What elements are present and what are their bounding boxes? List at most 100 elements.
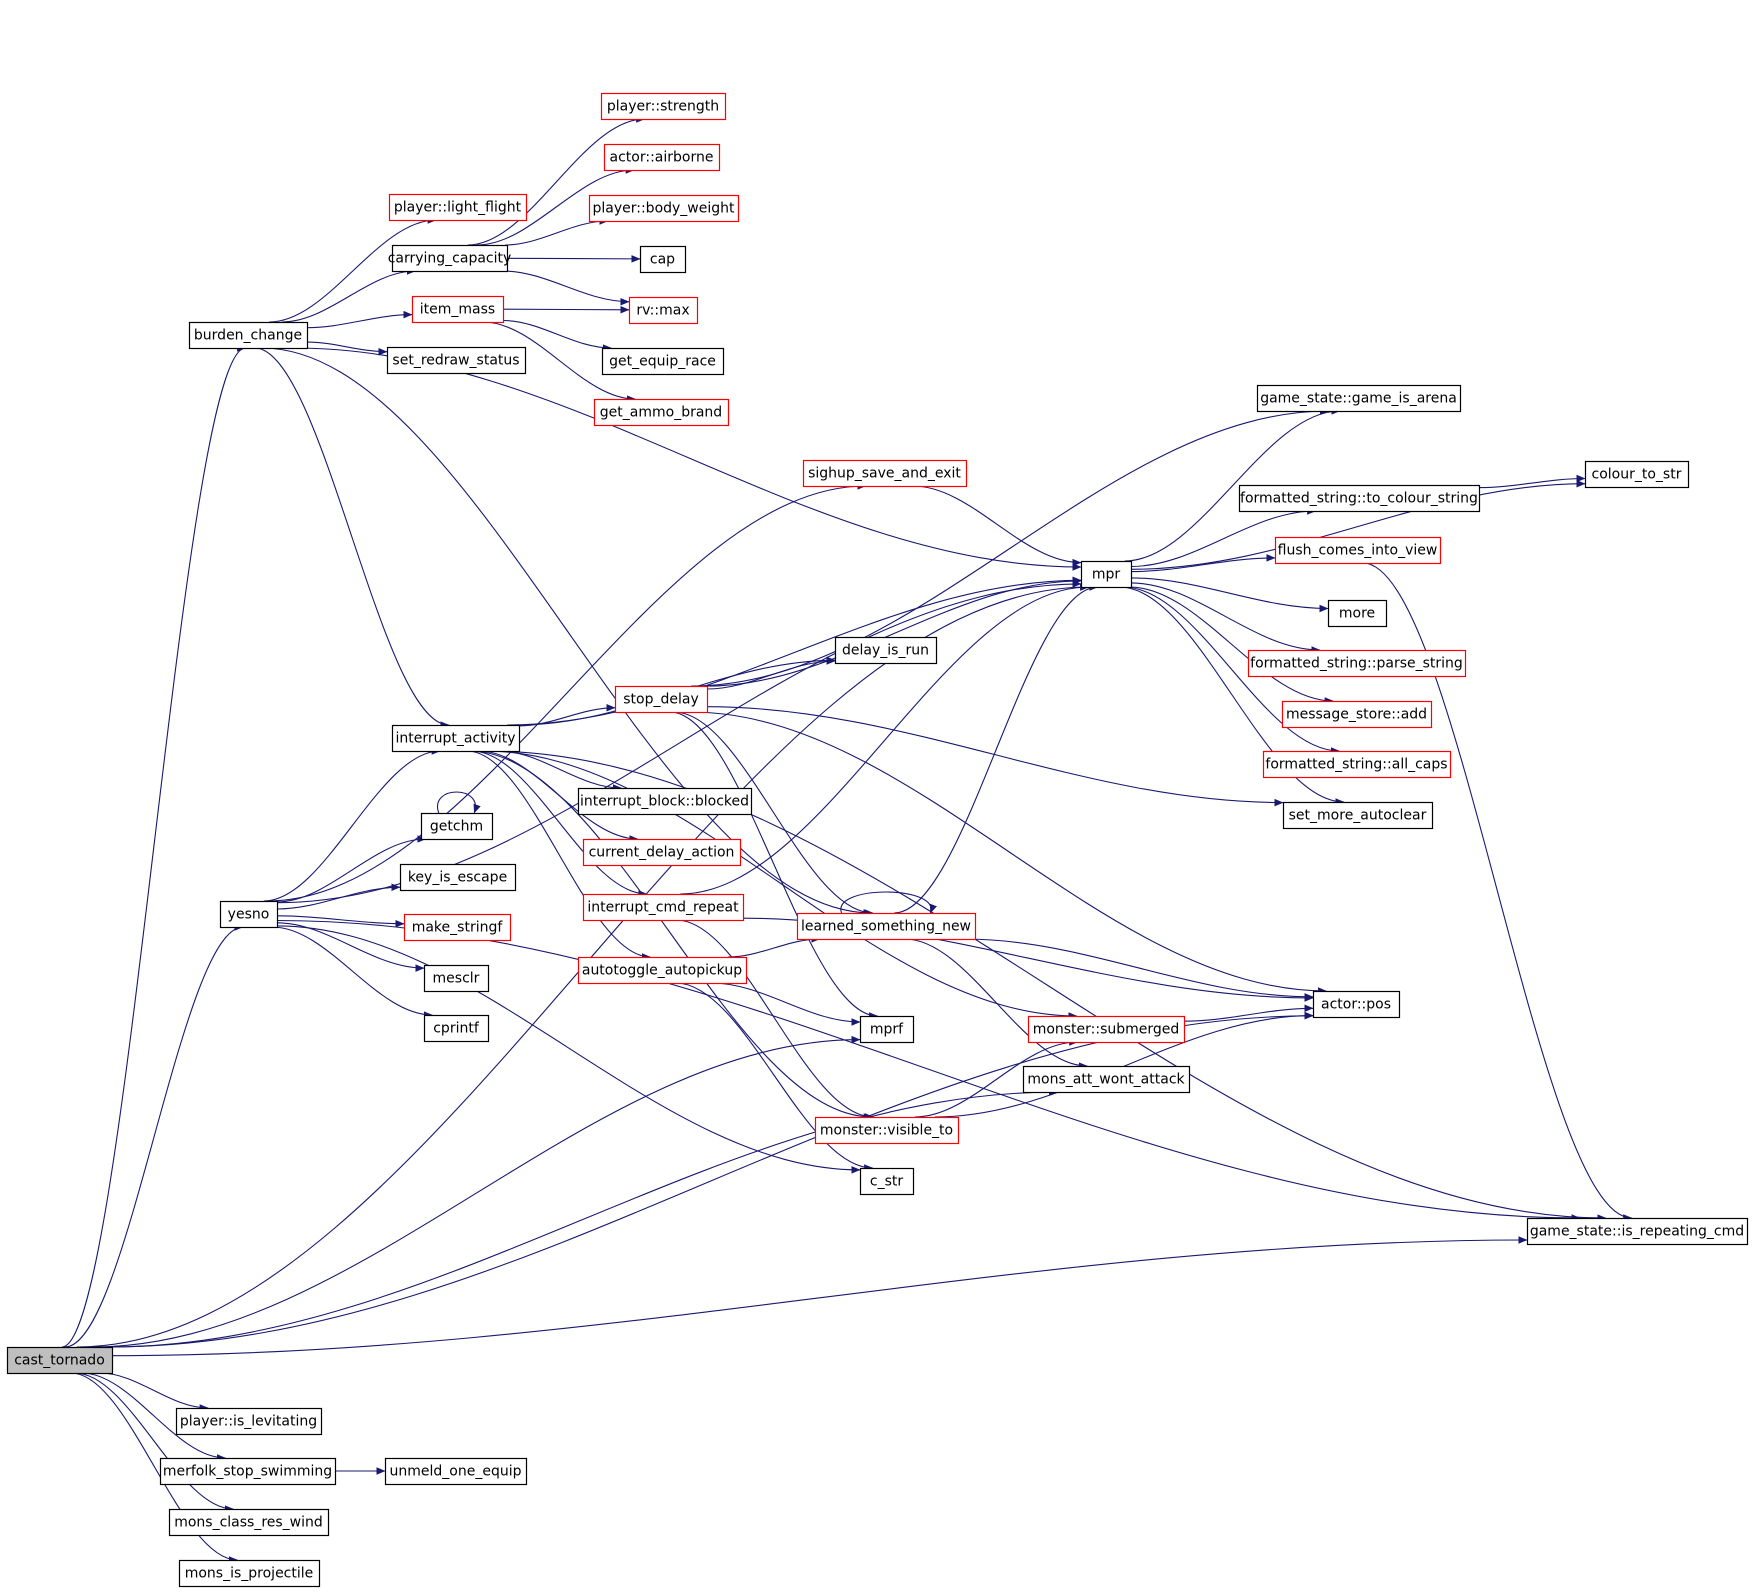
node-message-store-add[interactable]: message_store::add [1281,700,1433,729]
node-box [796,912,977,941]
node-box [1238,484,1481,513]
node-box [1256,384,1462,413]
node-carrying-capacity[interactable]: carrying_capacity [388,244,512,273]
node-box [159,1457,337,1486]
node-game-state-is-repeating-cmd[interactable]: game_state::is_repeating_cmd [1526,1217,1749,1246]
node-stop-delay[interactable]: stop_delay [614,685,709,714]
edge-cast_tornado-to-merfolk_stop_swimming [81,1372,226,1462]
edge-mpr-to-formatted_string_parse_string [1130,582,1321,654]
edge-cast_tornado-to-mons_att_wont_attack [107,1088,1059,1348]
node-mons-att-wont-attack[interactable]: mons_att_wont_attack [1022,1065,1191,1094]
node-label: stop_delay [623,692,699,708]
node-formatted-string-all-caps[interactable]: formatted_string::all_caps [1262,750,1452,779]
node-mpr[interactable]: mpr [1080,560,1133,589]
node-box [1080,560,1133,589]
node-sighup-save-and-exit[interactable]: sighup_save_and_exit [802,459,968,488]
edge-burden_change-to-learned_something_new [261,347,873,917]
node-interrupt-activity[interactable]: interrupt_activity [391,724,521,753]
node-flush-comes-into-view[interactable]: flush_comes_into_view [1274,536,1442,565]
node-current-delay-action[interactable]: current_delay_action [582,838,742,867]
edge-yesno-to-cprintf [272,926,433,1019]
node-autotoggle-autopickup[interactable]: autotoggle_autopickup [577,956,748,985]
node-cprintf[interactable]: cprintf [423,1014,490,1043]
edge-monster_submerged-to-actor_pos [1183,1004,1314,1022]
node-box [6,1346,114,1375]
node-burden-change[interactable]: burden_change [188,321,309,350]
node-item-mass[interactable]: item_mass [411,295,505,324]
node-set-more-autoclear[interactable]: set_more_autoclear [1282,801,1434,830]
node-make-stringf[interactable]: make_stringf [403,913,512,942]
node-more[interactable]: more [1327,599,1388,628]
edge-stop_delay-to-mprf [669,711,879,1020]
edge-mpr-to-formatted_string_to_colour_string [1130,507,1317,568]
node-label: item_mass [420,302,495,318]
node-colour-to-str[interactable]: colour_to_str [1584,460,1690,489]
node-label: game_state::game_is_arena [1260,391,1457,407]
node-box [420,812,494,841]
node-learned-something-new[interactable]: learned_something_new [796,912,977,941]
node-label: rv::max [636,303,689,319]
node-c-str[interactable]: c_str [859,1167,915,1196]
node-label: monster::visible_to [820,1123,953,1139]
node-cap[interactable]: cap [639,245,687,274]
edge-autotoggle_autopickup-to-mprf [711,982,861,1026]
node-formatted-string-to-colour-string[interactable]: formatted_string::to_colour_string [1238,484,1481,513]
node-get-ammo-brand[interactable]: get_ammo_brand [593,398,730,427]
node-mesclr[interactable]: mesclr [423,964,490,993]
node-label: set_redraw_status [392,353,519,369]
edge-stop_delay-to-set_more_autoclear [706,706,1284,807]
edge-interrupt_activity-to-monster_visible_to [469,750,873,1121]
node-label: mesclr [433,971,480,987]
node-box [814,1116,960,1145]
node-yesno[interactable]: yesno [219,900,279,929]
node-cast-tornado[interactable]: cast_tornado [6,1346,114,1375]
node-mons-is-projectile[interactable]: mons_is_projectile [178,1559,321,1588]
node-box [582,838,742,867]
node-label: formatted_string::to_colour_string [1240,491,1478,507]
node-delay-is-run[interactable]: delay_is_run [834,636,938,665]
node-box [1282,801,1434,830]
node-getchm[interactable]: getchm [420,812,494,841]
edge-mpr-to-flush_comes_into_view [1130,554,1276,573]
node-label: player::body_weight [592,201,735,217]
node-player-body-weight[interactable]: player::body_weight [588,194,740,223]
node-get-equip-race[interactable]: get_equip_race [601,347,725,376]
node-set-redraw-status[interactable]: set_redraw_status [386,346,527,375]
node-label: mpr [1092,567,1121,583]
node-actor-airborne[interactable]: actor::airborne [603,143,721,172]
edge-burden_change-to-player_light_flight [269,216,437,323]
node-player-light-flight[interactable]: player::light_flight [388,193,528,222]
node-interrupt-block-blocked[interactable]: interrupt_block::blocked [577,787,753,816]
node-label: mons_is_projectile [185,1566,314,1582]
nodes-layer: cast_tornado burden_change interrupt_activ… [6,92,1749,1588]
node-label: mprf [870,1022,904,1038]
node-actor-pos[interactable]: actor::pos [1312,990,1401,1019]
edge-item_mass-to-rv_max [502,306,630,314]
node-merfolk-stop-swimming[interactable]: merfolk_stop_swimming [159,1457,337,1486]
node-label: actor::pos [1321,997,1391,1013]
edge-interrupt_cmd_repeat-to-mpr [680,583,1090,895]
node-game-state-game-is-arena[interactable]: game_state::game_is_arena [1256,384,1462,413]
node-formatted-string-parse-string[interactable]: formatted_string::parse_string [1247,649,1467,678]
node-label: game_state::is_repeating_cmd [1530,1224,1744,1240]
node-label: cast_tornado [14,1353,105,1369]
node-monster-submerged[interactable]: monster::submerged [1027,1015,1186,1044]
edge-mpr-to-game_state_game_is_arena [1124,407,1341,562]
node-player-strength[interactable]: player::strength [600,92,727,121]
node-box [639,245,687,274]
node-box [399,863,517,892]
node-rv-max[interactable]: rv::max [628,296,699,325]
node-box [859,1015,915,1044]
node-mprf[interactable]: mprf [859,1015,915,1044]
node-mons-class-res-wind[interactable]: mons_class_res_wind [168,1508,330,1537]
node-label: get_equip_race [609,354,716,370]
node-monster-visible-to[interactable]: monster::visible_to [814,1116,960,1145]
node-box [1027,1015,1186,1044]
node-unmeld-one-equip[interactable]: unmeld_one_equip [384,1457,528,1486]
edge-burden_change-to-carrying_capacity [281,267,416,323]
edge-interrupt_activity-to-mpr [507,576,1082,726]
node-label: player::strength [607,99,719,115]
node-player-is-levitating[interactable]: player::is_levitating [175,1407,323,1436]
node-interrupt-cmd-repeat[interactable]: interrupt_cmd_repeat [582,893,745,922]
node-key-is-escape[interactable]: key_is_escape [399,863,517,892]
